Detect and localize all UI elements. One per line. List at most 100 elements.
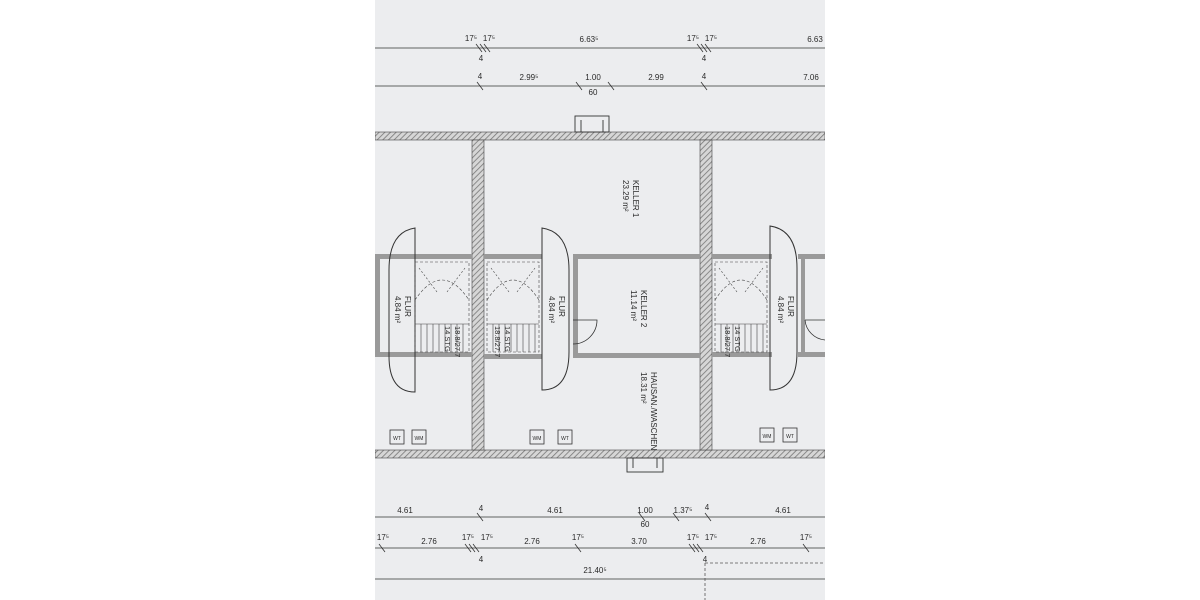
dim-label: 17⁵ — [572, 533, 584, 542]
room-flur-mid: FLUR 4.84 m² — [547, 296, 566, 323]
room-area: 23.29 m² — [621, 180, 630, 212]
room-area: 4.84 m² — [776, 296, 785, 323]
bottom-dimension-chain-1 — [375, 512, 825, 522]
wall-party-left — [471, 139, 485, 451]
bottom-dimension-chain-2 — [375, 543, 825, 553]
room-flur-left: FLUR 4.84 m² — [393, 296, 412, 323]
dim-total-label: 21.40⁵ — [583, 566, 606, 575]
room-name: FLUR — [403, 296, 412, 317]
dim-label: 17⁵ — [483, 34, 495, 43]
dim-label: 6.63⁵ — [580, 35, 599, 44]
room-name: KELLER 2 — [639, 290, 648, 328]
wall-inner — [375, 352, 472, 357]
dim-label: 17⁵ — [687, 34, 699, 43]
window-top — [574, 115, 610, 133]
wall-bottom — [375, 449, 825, 459]
wall-inner — [375, 259, 380, 352]
dim-label: 4 — [702, 72, 707, 81]
dim-label: 2.99 — [648, 73, 664, 82]
doors — [572, 319, 825, 345]
dim-label: 4 — [702, 54, 707, 63]
dim-label: 17⁵ — [462, 533, 474, 542]
wall-top — [375, 131, 825, 141]
wall-inner — [375, 254, 472, 259]
dim-label: 4 — [479, 54, 484, 63]
wall-inner — [484, 354, 542, 359]
stair-steps-label: 14 STG — [503, 326, 512, 352]
room-name: KELLER 1 — [631, 180, 640, 218]
room-keller-2: KELLER 2 11.14 m² — [629, 290, 648, 328]
stair-mid — [486, 261, 540, 353]
dim-label: 60 — [589, 88, 598, 97]
dim-label: 1.00 — [585, 73, 601, 82]
floor-plan-drawing: 17⁵ 17⁵ 6.63⁵ 17⁵ 17⁵ 6.63 4 4 4 2.99⁵ 1… — [375, 34, 825, 600]
dim-label: 7.06 — [803, 73, 819, 82]
fixture-label: WT — [393, 436, 401, 442]
window-bottom — [626, 457, 664, 473]
dashed-outline — [704, 562, 825, 600]
flur-curves — [388, 225, 798, 393]
dim-label: 4.61 — [775, 506, 791, 515]
wall-inner — [798, 254, 825, 259]
room-name: FLUR — [557, 296, 566, 317]
dim-label: 4 — [478, 72, 483, 81]
room-area: 4.84 m² — [393, 296, 402, 323]
fixture-label: WT — [786, 434, 794, 440]
room-flur-right: FLUR 4.84 m² — [776, 296, 795, 323]
room-name: FLUR — [786, 296, 795, 317]
wall-inner — [573, 259, 578, 353]
wall-inner — [712, 352, 772, 357]
dim-label: 2.76 — [750, 537, 766, 546]
stair-left — [414, 261, 470, 353]
dim-label: 17⁵ — [687, 533, 699, 542]
dim-label: 6.63 — [807, 35, 823, 44]
dim-label: 17⁵ — [377, 533, 389, 542]
wall-inner — [798, 352, 825, 357]
wall-party-right — [699, 139, 713, 451]
fixture-label: WM — [415, 436, 424, 442]
dim-label: 4 — [479, 555, 484, 564]
stair-right — [714, 261, 768, 353]
floor-plan-paper: 17⁵ 17⁵ 6.63⁵ 17⁵ 17⁵ 6.63 4 4 4 2.99⁵ 1… — [375, 0, 825, 600]
dim-label: 17⁵ — [800, 533, 812, 542]
dim-label: 2.76 — [524, 537, 540, 546]
wall-inner — [712, 254, 772, 259]
dim-label: 4 — [705, 503, 710, 512]
dim-label: 17⁵ — [705, 533, 717, 542]
dim-label: 4 — [479, 504, 484, 513]
room-keller-1: KELLER 1 23.29 m² — [621, 180, 640, 218]
wall-inner — [484, 254, 542, 259]
walls — [375, 131, 825, 459]
fixtures — [389, 427, 798, 445]
dim-label: 4.61 — [547, 506, 563, 515]
room-hausan-waschen: HAUSAN./WASCHEN 18.31 m² — [639, 372, 658, 451]
dim-label: 2.76 — [421, 537, 437, 546]
stair-steps-label: 14 STG — [443, 326, 452, 352]
dim-label: 4 — [703, 555, 708, 564]
dim-label: 1.00 — [637, 506, 653, 515]
stair-ratio-label: 18.8/27.7 — [493, 326, 502, 357]
wall-inner — [573, 353, 700, 358]
stair-ratio-label: 18.8/27.7 — [723, 326, 732, 357]
wall-inner — [801, 259, 805, 352]
dim-label: 17⁵ — [481, 533, 493, 542]
dim-label: 17⁵ — [465, 34, 477, 43]
room-area: 4.84 m² — [547, 296, 556, 323]
stair-steps-label: 14 STG — [733, 326, 742, 352]
room-name: HAUSAN./WASCHEN — [649, 372, 658, 451]
room-area: 18.31 m² — [639, 372, 648, 404]
dim-label: 17⁵ — [705, 34, 717, 43]
fixture-label: WM — [763, 434, 772, 440]
dim-label: 60 — [641, 520, 650, 529]
dim-label: 1.37⁵ — [674, 506, 693, 515]
fixture-label: WT — [561, 436, 569, 442]
room-area: 11.14 m² — [629, 290, 638, 321]
dim-label: 3.70 — [631, 537, 647, 546]
stair-ratio-label: 18.8/27.7 — [453, 326, 462, 357]
dim-label: 2.99⁵ — [520, 73, 539, 82]
top-dimension-chain-2 — [375, 81, 825, 91]
fixture-label: WM — [533, 436, 542, 442]
wall-inner — [573, 254, 700, 259]
top-dimension-chain-1 — [375, 43, 825, 53]
